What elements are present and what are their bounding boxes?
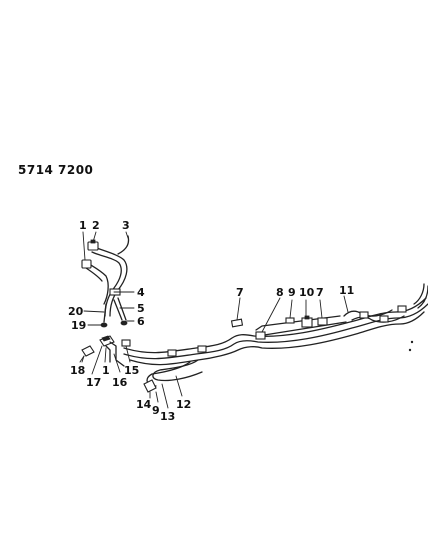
- callout-13: 13: [160, 410, 175, 423]
- leader-2: [92, 231, 97, 243]
- left-hose-branch: [85, 261, 109, 305]
- callout-5: 5: [137, 302, 145, 315]
- callout-19: 19: [71, 319, 86, 332]
- callout-labels: 1 2 3 4 20 5 19 6 18 17 1 16 15 12 13 14…: [68, 219, 354, 423]
- callout-14: 14: [136, 398, 152, 411]
- clip-8: [255, 331, 266, 340]
- callout-1-upper: 1: [79, 219, 87, 232]
- filler-hose-assembly: [81, 235, 130, 328]
- leader-12: [175, 375, 183, 397]
- callout-18: 18: [70, 364, 85, 377]
- leader-16: [113, 353, 121, 373]
- leader-7a: [236, 297, 241, 321]
- main-line-a: [123, 297, 427, 354]
- fitting-17-cap: [101, 335, 111, 342]
- front-short-tube: [109, 341, 125, 367]
- bracket-14: [143, 379, 157, 393]
- bolt-9-lower: [155, 391, 159, 403]
- main-line-b: [123, 303, 428, 360]
- leader-1a: [82, 231, 86, 261]
- marker-dot: [410, 340, 414, 344]
- front-short-tube-b: [105, 345, 111, 363]
- line-8-upper: [255, 315, 341, 331]
- clip-7-right: [317, 317, 328, 326]
- callout-16: 16: [112, 376, 128, 389]
- bracket-15: [121, 339, 131, 347]
- leader-13: [161, 383, 169, 409]
- leader-1b: [104, 347, 107, 363]
- line-8-lower: [257, 321, 347, 337]
- leader-17: [91, 345, 103, 375]
- callout-9-upper: 9: [288, 286, 296, 299]
- clip-10-head: [304, 315, 310, 320]
- leader-3: [125, 231, 129, 239]
- leader-9b: [289, 299, 293, 319]
- callout-9-lower: 9: [152, 404, 160, 417]
- main-fuel-lines: [123, 283, 428, 403]
- filler-hose-outer: [91, 245, 128, 317]
- left-hose-branch-inner: [85, 267, 103, 282]
- clip-11c: [397, 305, 407, 313]
- callout-15: 15: [124, 364, 139, 377]
- callout-20: 20: [68, 305, 84, 318]
- callout-4: 4: [137, 286, 145, 299]
- clip-mid-2: [197, 345, 207, 353]
- clip-11a: [359, 311, 369, 319]
- clip-19: [100, 322, 108, 328]
- callout-7-left: 7: [236, 286, 244, 299]
- callout-2: 2: [92, 219, 100, 232]
- vent-tube-20: [103, 303, 107, 323]
- hose-clamp-1-upper: [81, 259, 92, 269]
- callout-3: 3: [122, 219, 130, 232]
- vent-tube-5b: [117, 297, 127, 321]
- leader-15: [125, 345, 131, 363]
- diagram-ref-right: 7200: [58, 163, 94, 177]
- leader-20: [83, 310, 105, 313]
- tube-to-3: [117, 235, 130, 255]
- diagram-ref-left: 5714: [18, 163, 54, 177]
- clip-11b: [379, 315, 389, 323]
- leader-lines: [79, 231, 349, 409]
- clip-7-left: [230, 318, 244, 328]
- clip-9: [285, 317, 295, 324]
- clip-6: [120, 320, 128, 326]
- leader-7b: [319, 299, 323, 319]
- front-fuel-section: [81, 335, 131, 367]
- callout-12: 12: [176, 398, 191, 411]
- callout-6: 6: [137, 315, 145, 328]
- callout-10: 10: [299, 286, 315, 299]
- callout-17: 17: [86, 376, 101, 389]
- callout-1-lower: 1: [102, 364, 110, 377]
- callout-8: 8: [276, 286, 284, 299]
- rear-hook: [413, 283, 425, 305]
- leader-11: [343, 295, 349, 313]
- clip-18: [81, 345, 95, 357]
- marker-dot-2: [408, 348, 412, 352]
- rear-bend-2: [351, 315, 405, 323]
- clip-mid-1: [167, 349, 177, 357]
- callout-7-right: 7: [316, 286, 324, 299]
- leader-18: [79, 355, 85, 363]
- callout-11: 11: [339, 284, 354, 297]
- vent-tube-5: [113, 299, 123, 321]
- leader-8: [261, 297, 281, 333]
- filler-hose-inner: [91, 251, 122, 317]
